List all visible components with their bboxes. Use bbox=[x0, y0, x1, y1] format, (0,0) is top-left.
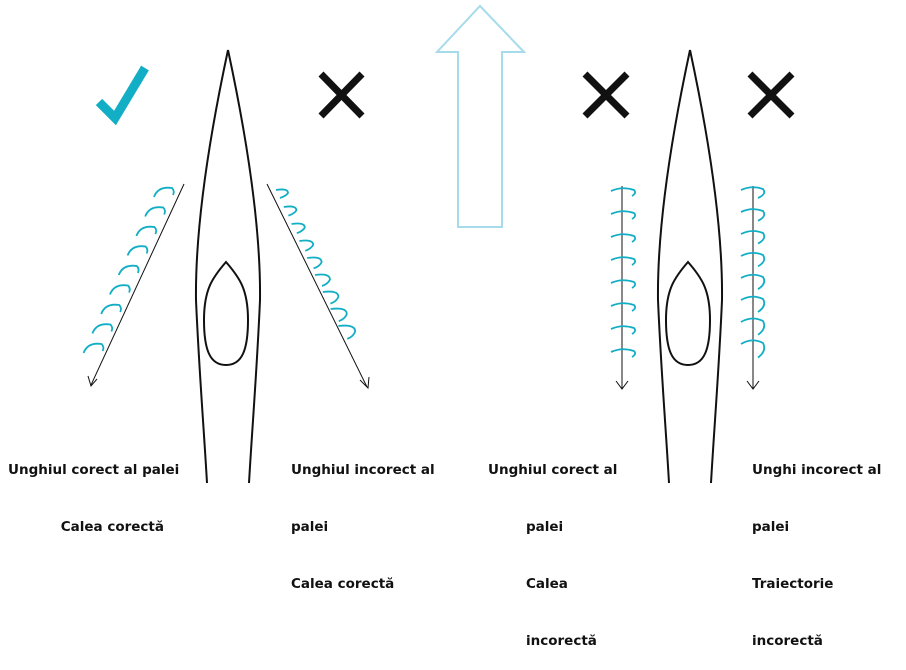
label-panel-4-line-4: incorectă bbox=[752, 633, 823, 649]
cross-icon bbox=[318, 71, 365, 119]
paddle-stroke-mark bbox=[740, 273, 766, 290]
label-panel-2-line-3: Calea corectă bbox=[291, 576, 395, 592]
kayak-right-cockpit bbox=[664, 260, 712, 367]
cross-icon bbox=[747, 71, 795, 119]
paddle-stroke-mark bbox=[109, 284, 131, 295]
paddle-stroke-mark bbox=[330, 307, 348, 323]
paddle-stroke-mark bbox=[126, 245, 149, 256]
paddle-stroke-mark bbox=[610, 325, 637, 335]
diagram-canvas bbox=[82, 4, 795, 484]
kayak-right bbox=[656, 49, 724, 484]
paddle-strokes-3 bbox=[610, 187, 637, 358]
path-arrow-1 bbox=[87, 183, 185, 388]
paddle-stroke-mark bbox=[610, 256, 637, 266]
label-panel-4: Unghi incorect al palei Traiectorie inco… bbox=[752, 423, 881, 670]
paddle-stroke-mark bbox=[82, 342, 105, 354]
paddle-stroke-mark bbox=[144, 206, 166, 217]
paddle-stroke-mark bbox=[153, 186, 175, 198]
kayak-left bbox=[194, 49, 262, 484]
paddle-stroke-mark bbox=[291, 222, 306, 235]
paddle-stroke-mark bbox=[275, 188, 289, 199]
paddle-strokes-2 bbox=[275, 188, 357, 340]
kayak-right-hull bbox=[656, 49, 724, 484]
label-panel-3-line-1: Unghiul corect al bbox=[488, 462, 618, 478]
paddle-stroke-mark bbox=[740, 186, 766, 199]
paddle-stroke-mark bbox=[610, 210, 637, 220]
paddle-stroke-mark bbox=[610, 279, 637, 289]
label-panel-2-line-2: palei bbox=[291, 519, 329, 535]
label-panel-2: Unghiul incorect al palei Calea corectă bbox=[291, 423, 435, 613]
up-arrow-icon bbox=[434, 4, 527, 228]
label-panel-4-line-1: Unghi incorect al bbox=[752, 462, 882, 478]
label-panel-4-line-2: palei bbox=[752, 519, 790, 535]
cross-icon bbox=[582, 71, 630, 119]
path-arrow-4 bbox=[746, 186, 760, 390]
paddle-stroke-mark bbox=[307, 256, 323, 270]
paddle-strokes-1 bbox=[82, 186, 175, 354]
paddle-stroke-mark bbox=[117, 264, 140, 276]
paddle-stroke-mark bbox=[610, 187, 637, 197]
label-panel-4-line-3: Traiectorie bbox=[752, 576, 834, 592]
kayak-left-hull bbox=[194, 49, 262, 484]
paddle-stroke-mark bbox=[740, 295, 766, 313]
kayak-left-cockpit bbox=[202, 260, 250, 367]
paddle-stroke-mark bbox=[740, 230, 766, 245]
paddle-stroke-mark bbox=[610, 233, 637, 243]
paddle-stroke-mark bbox=[740, 339, 766, 359]
paddle-stroke-mark bbox=[299, 239, 315, 252]
paddle-stroke-mark bbox=[91, 323, 114, 334]
paddle-strokes-4 bbox=[740, 186, 766, 359]
paddle-stroke-mark bbox=[740, 208, 766, 222]
paddle-stroke-mark bbox=[283, 205, 298, 217]
paddle-stroke-mark bbox=[740, 251, 766, 268]
label-panel-3: Unghiul corect al palei Calea incorectă bbox=[488, 423, 617, 670]
label-panel-1: Unghiul corect al palei Calea corectă bbox=[8, 423, 180, 556]
label-panel-3-line-2: palei bbox=[526, 519, 564, 535]
label-panel-2-line-1: Unghiul incorect al bbox=[291, 462, 435, 478]
paddle-stroke-mark bbox=[610, 348, 637, 358]
paddle-stroke-mark bbox=[314, 273, 331, 287]
paddle-stroke-mark bbox=[740, 317, 766, 336]
paddle-stroke-mark bbox=[610, 302, 637, 312]
paddle-stroke-mark bbox=[135, 225, 158, 237]
paddle-stroke-mark bbox=[338, 324, 357, 340]
label-panel-1-line-2: Calea corectă bbox=[60, 519, 164, 535]
check-icon bbox=[95, 65, 149, 126]
label-panel-1-line-1: Unghiul corect al palei bbox=[8, 462, 180, 478]
path-arrow-2 bbox=[266, 183, 370, 390]
label-panel-3-line-3: Calea bbox=[526, 576, 568, 592]
paddle-stroke-mark bbox=[322, 290, 340, 305]
paddle-stroke-mark bbox=[100, 303, 122, 315]
label-panel-3-line-4: incorectă bbox=[526, 633, 597, 649]
path-arrow-3 bbox=[615, 186, 629, 390]
